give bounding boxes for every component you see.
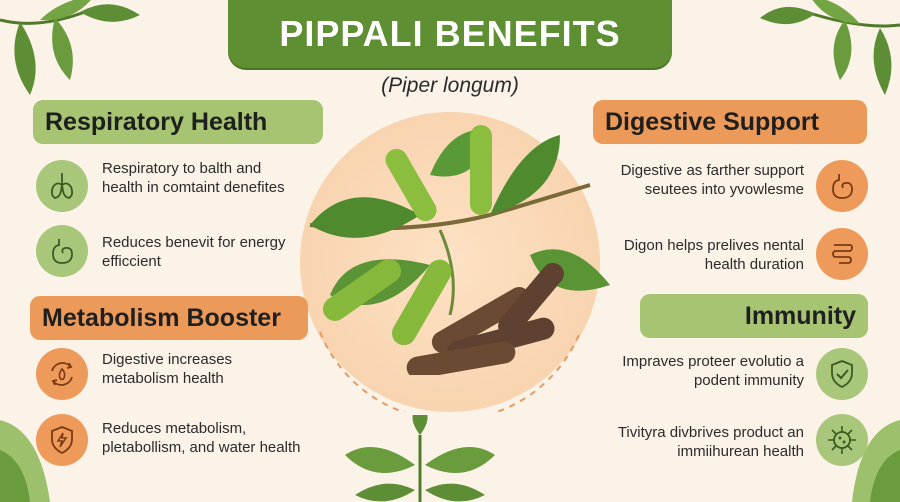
digestive-support-heading: Digestive Support [593,100,867,144]
metabolism-item-2: Reduces metabolism, pletabollism, and wa… [102,420,301,456]
bottom-left-leaves-decoration [0,420,50,502]
top-right-leaves-decoration [760,0,900,95]
digestive-item-2: Digon helps prelives nental health durat… [623,237,804,273]
stomach-icon [816,160,868,212]
bottom-right-leaves-decoration [852,420,900,502]
respiratory-heading-text: Respiratory Health [45,107,268,136]
page-subtitle: (Piper longum) [381,74,519,97]
immunity-item-1: Impraves proteer evolutio a podent immun… [622,353,804,389]
dashed-circle-decoration [319,331,581,412]
respiratory-item-1: Respiratory to balth and health in comta… [102,160,285,196]
pippali-plant-illustration [309,125,610,375]
metabolism-cycle-icon [36,348,88,400]
shield-bolt-icon [36,414,88,466]
metabolism-item-1: Digestive increases metabolism health [102,351,233,387]
metabolism-booster-heading: Metabolism Booster [30,296,308,340]
respiratory-health-heading: Respiratory Health [33,100,323,144]
immunity-heading: Immunity [640,294,868,338]
intestine-icon [816,228,868,280]
shield-check-icon [816,348,868,400]
immunity-heading-text: Immunity [744,301,856,330]
virus-icon [816,414,868,466]
page-title: PIPPALI BENEFITS [279,13,621,54]
stomach-icon [36,225,88,277]
title-banner: PIPPALI BENEFITS [228,0,672,68]
bottom-center-leaves-decoration [345,415,495,502]
metabolism-heading-text: Metabolism Booster [42,303,281,332]
immunity-item-2: Tivityra divbrives product an immiihurea… [617,424,804,460]
digestive-heading-text: Digestive Support [605,107,819,136]
top-left-leaves-decoration [0,0,140,95]
digestive-item-1: Digestive as farther support seutees int… [620,162,804,198]
lungs-icon [36,160,88,212]
respiratory-item-2: Reduces benevit for energy efficcient [102,234,286,270]
